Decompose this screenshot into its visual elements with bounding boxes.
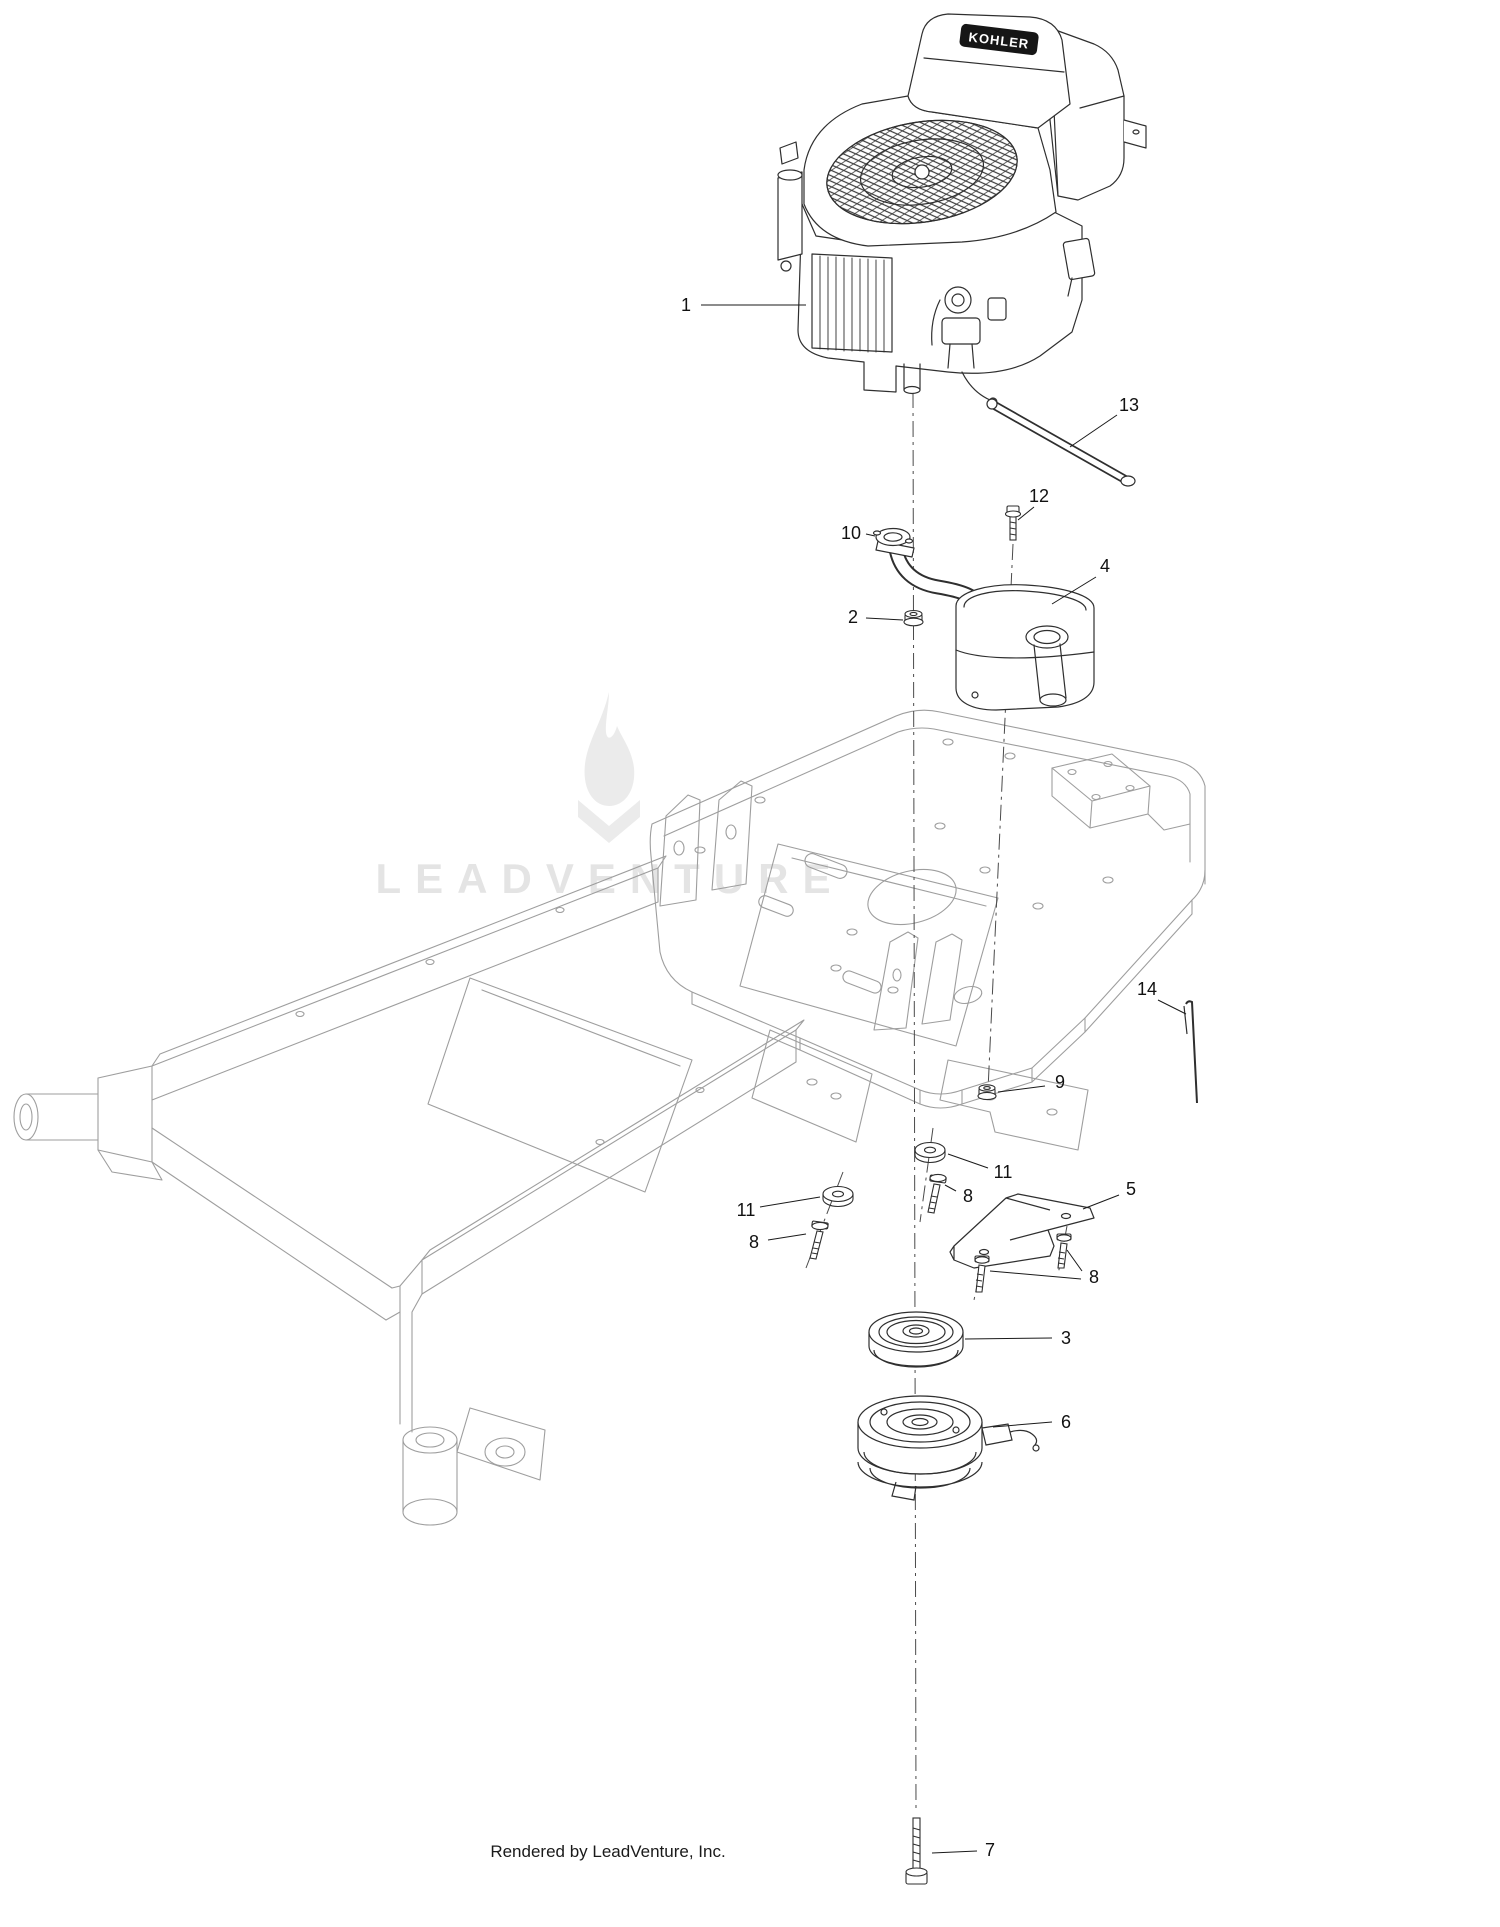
leader-line-14 [1157,999,1187,1015]
leader-line-8 [989,1270,1082,1280]
leader-line-13 [1069,414,1118,448]
leader-line-8 [1066,1249,1083,1272]
leader-line-11 [759,1196,821,1208]
washer-11-left-drawing [822,1185,854,1208]
leader-line-3 [964,1337,1053,1340]
leader-line-12 [1017,506,1035,521]
leader-line-10 [865,533,876,537]
muffler-drawing [875,540,1095,711]
leader-lines [701,304,1187,1854]
drain-tube-13-drawing [986,398,1136,487]
engine-brand-label: KOHLER [968,29,1030,51]
nut-9-drawing [977,1084,997,1101]
bracket-bolts-8-drawing [974,1233,1072,1293]
footer-credit: Rendered by LeadVenture, Inc. [490,1842,726,1861]
engine-drawing: KOHLER [777,13,1147,407]
leader-line-8 [767,1233,807,1241]
leader-line-5 [1082,1194,1120,1210]
leader-line-4 [1051,576,1097,605]
leader-line-11 [947,1153,989,1169]
frame-drawing [13,709,1206,1526]
clutch-6-drawing [857,1395,1040,1501]
bolt-12-drawing [1004,505,1022,541]
watermark-logo [578,692,640,843]
bracket-5-drawing [949,1193,1095,1269]
pulley-3-drawing [868,1311,964,1368]
bolt-7-drawing [905,1817,928,1885]
bolt-8-right-drawing [927,1173,947,1214]
washer-11-right-drawing [914,1141,946,1164]
leader-line-8 [944,1184,957,1192]
leader-line-9 [997,1085,1046,1093]
nut-2-drawing [903,609,924,627]
gasket-10-drawing [872,527,914,547]
leader-line-7 [931,1850,978,1854]
watermark-text: LEADVENTURE [375,855,844,902]
bolt-8-left-drawing [809,1220,829,1260]
leader-line-2 [865,617,904,621]
rod-14-drawing [1183,1000,1198,1104]
leader-line-6 [992,1421,1053,1428]
